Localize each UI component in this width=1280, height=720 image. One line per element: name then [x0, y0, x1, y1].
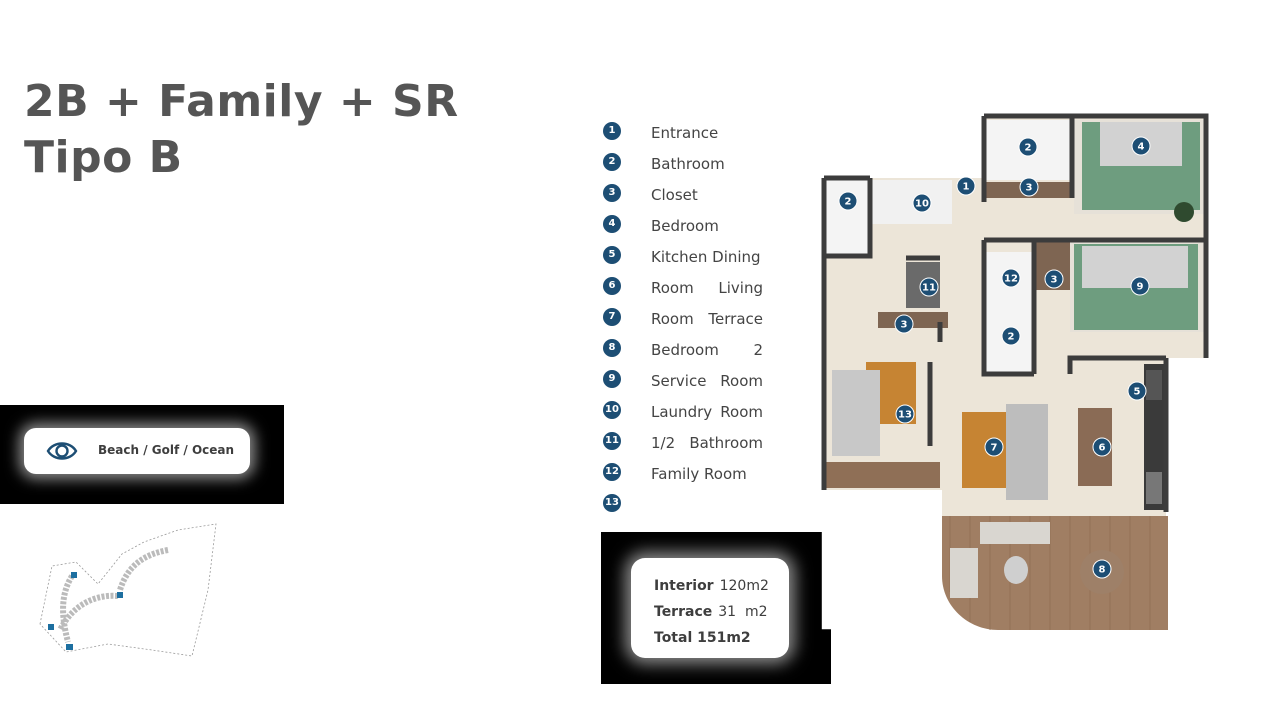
total-area: Total 151m2	[654, 630, 751, 646]
plan-marker-4: 4	[1131, 136, 1151, 156]
legend-number-badge: 6	[603, 277, 621, 295]
legend-number-badge: 12	[603, 463, 621, 481]
svg-text:11: 11	[922, 283, 936, 294]
title-line-2: Tipo B	[24, 132, 183, 183]
svg-text:5: 5	[1134, 387, 1141, 398]
legend-item: 4 Bedroom	[603, 215, 773, 235]
plan-marker-3: 3	[1019, 177, 1039, 197]
view-label: Beach / Golf / Ocean	[98, 443, 235, 457]
page-title: 2B + Family + SR Tipo B	[24, 74, 459, 186]
svg-text:4: 4	[1138, 142, 1145, 153]
legend-number-badge: 10	[603, 401, 621, 419]
svg-text:8: 8	[1099, 565, 1106, 576]
legend-number-badge: 4	[603, 215, 621, 233]
plan-marker-2: 2	[1018, 137, 1038, 157]
plan-marker-12: 12	[1001, 268, 1021, 288]
legend-number-badge: 1	[603, 122, 621, 140]
plan-marker-6: 6	[1092, 437, 1112, 457]
svg-text:2: 2	[845, 197, 852, 208]
legend-item: 5 Kitchen Dining	[603, 246, 773, 266]
svg-text:12: 12	[1004, 274, 1018, 285]
plan-marker-2: 2	[1001, 326, 1021, 346]
legend-item: 1 Entrance	[603, 122, 773, 142]
svg-text:3: 3	[1051, 275, 1058, 286]
svg-text:3: 3	[1026, 183, 1033, 194]
plan-marker-13: 13	[895, 404, 915, 424]
plan-marker-3: 3	[1044, 269, 1064, 289]
svg-text:1: 1	[963, 182, 970, 193]
svg-text:7: 7	[991, 443, 998, 454]
plan-marker-11: 11	[919, 277, 939, 297]
svg-text:3: 3	[901, 320, 908, 331]
view-panel: Beach / Golf / Ocean	[0, 405, 284, 504]
legend-label: Closet	[651, 186, 698, 204]
svg-text:9: 9	[1137, 282, 1144, 293]
svg-text:10: 10	[915, 199, 929, 210]
svg-text:2: 2	[1025, 143, 1032, 154]
plan-marker-2: 2	[838, 191, 858, 211]
legend-item: 13	[603, 494, 773, 514]
legend-label: Family Room	[651, 465, 747, 483]
svg-text:2: 2	[1008, 332, 1015, 343]
legend-label: Kitchen Dining	[651, 248, 761, 266]
view-card: Beach / Golf / Ocean	[24, 428, 250, 474]
plan-marker-5: 5	[1127, 381, 1147, 401]
legend-item: 3 Closet	[603, 184, 773, 204]
eye-icon	[46, 442, 78, 460]
legend-number-badge: 9	[603, 370, 621, 388]
legend-number-badge: 13	[603, 494, 621, 512]
legend-label: Entrance	[651, 124, 719, 142]
plan-marker-1: 1	[956, 176, 976, 196]
legend-item: 2 Bathroom	[603, 153, 773, 173]
legend-number-badge: 2	[603, 153, 621, 171]
legend-number-badge: 7	[603, 308, 621, 326]
legend-number-badge: 3	[603, 184, 621, 202]
legend-number-badge: 8	[603, 339, 621, 357]
plan-marker-8: 8	[1092, 559, 1112, 579]
plan-marker-3: 3	[894, 314, 914, 334]
plan-marker-9: 9	[1130, 276, 1150, 296]
legend-number-badge: 5	[603, 246, 621, 264]
plan-marker-10: 10	[912, 193, 932, 213]
title-line-1: 2B + Family + SR	[24, 76, 459, 127]
svg-text:13: 13	[898, 410, 912, 421]
legend-item: 12 Family Room	[603, 463, 773, 483]
legend-label: Bedroom	[651, 217, 719, 235]
legend-number-badge: 11	[603, 432, 621, 450]
site-map	[39, 523, 217, 657]
plan-marker-7: 7	[984, 437, 1004, 457]
legend-label: Bathroom	[651, 155, 725, 173]
svg-text:6: 6	[1099, 443, 1106, 454]
